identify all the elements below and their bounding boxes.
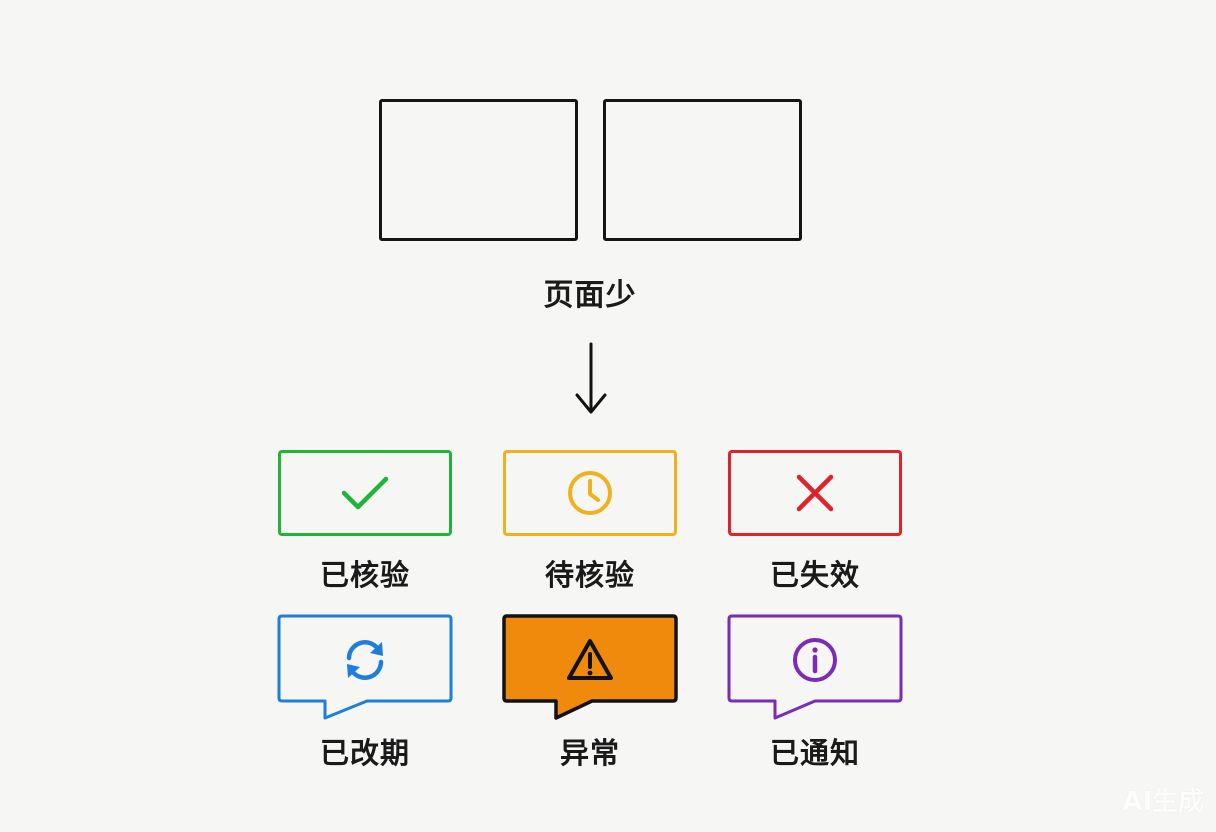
status-card-expired bbox=[728, 450, 902, 536]
x-icon bbox=[796, 474, 834, 512]
refresh-icon bbox=[346, 640, 384, 680]
status-bubble-exception bbox=[502, 614, 678, 720]
status-bubble-rescheduled bbox=[277, 614, 453, 720]
check-icon bbox=[341, 476, 389, 510]
status-card-pending bbox=[503, 450, 677, 536]
page-count-label: 页面少 bbox=[543, 278, 637, 313]
info-icon bbox=[793, 638, 837, 682]
status-label-verified: 已核验 bbox=[319, 558, 410, 592]
down-arrow-icon bbox=[575, 342, 607, 414]
warning-icon bbox=[567, 639, 613, 680]
page-box-right bbox=[603, 99, 802, 241]
status-card-verified bbox=[278, 450, 452, 536]
watermark-text: AI生成 bbox=[1122, 787, 1204, 817]
status-label-notified: 已通知 bbox=[769, 736, 860, 770]
status-label-pending: 待核验 bbox=[544, 558, 635, 592]
status-bubble-notified bbox=[727, 614, 903, 720]
status-label-exception: 异常 bbox=[559, 736, 620, 770]
page-box-left bbox=[379, 99, 578, 241]
status-label-expired: 已失效 bbox=[769, 558, 860, 592]
clock-icon bbox=[568, 471, 612, 515]
status-label-rescheduled: 已改期 bbox=[319, 736, 410, 770]
